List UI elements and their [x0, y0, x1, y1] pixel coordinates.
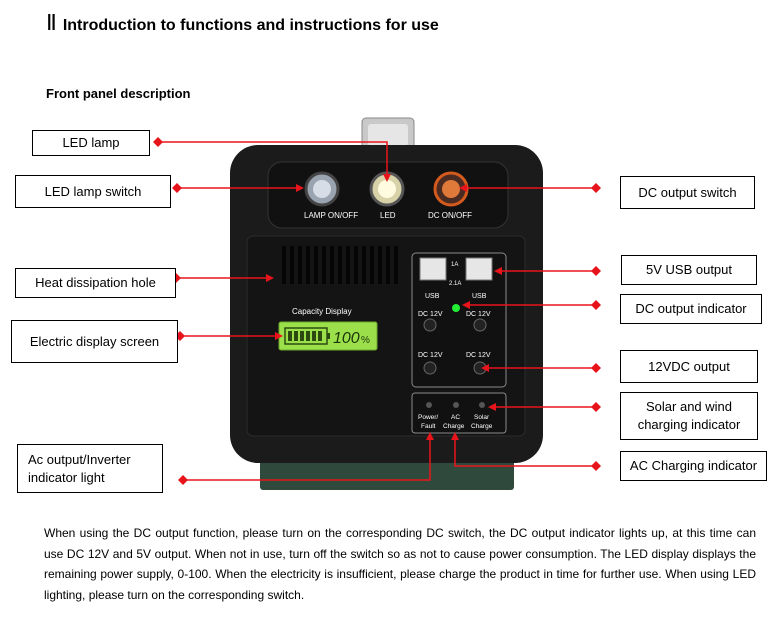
lamp-switch-label: LAMP ON/OFF: [304, 211, 358, 220]
capacity-display-label: Capacity Display: [292, 307, 352, 316]
ac-label: AC: [451, 414, 460, 421]
dc-switch-label: DC ON/OFF: [428, 211, 472, 220]
dc12v-label-1: DC 12V: [418, 311, 443, 318]
callout-led-lamp-switch: LED lamp switch: [15, 175, 171, 208]
callout-5v-usb-output: 5V USB output: [621, 255, 757, 285]
usb-label-1: USB: [425, 293, 440, 300]
dc12v-label-3: DC 12V: [418, 352, 443, 359]
solar-charge-led: [479, 402, 485, 408]
dc12v-label-2: DC 12V: [466, 311, 491, 318]
callout-ac-charging-indicator: AC Charging indicator: [620, 451, 767, 481]
ac-charge-led: [453, 402, 459, 408]
callout-electric-display-screen: Electric display screen: [11, 320, 178, 363]
callout-dc-output-indicator: DC output indicator: [620, 294, 762, 324]
usb-label-2: USB: [472, 293, 487, 300]
solar-label: Solar: [474, 414, 490, 421]
fault-label: Fault: [421, 423, 436, 430]
usb-amp-2: 2.1A: [449, 281, 461, 287]
power-fault-label: Power/: [418, 414, 438, 421]
callout-led-lamp: LED lamp: [32, 130, 150, 156]
section-heading: Ⅱ Introduction to functions and instructi…: [46, 10, 439, 36]
callout-ac-output-indicator: Ac output/Inverter indicator light: [17, 444, 163, 493]
solar-charge-label: Charge: [471, 423, 493, 430]
dc12v-port-1[interactable]: [423, 318, 437, 332]
usb-amp-1: 1A: [451, 262, 458, 268]
usb-port-1[interactable]: [419, 257, 447, 281]
callout-12vdc-output: 12VDC output: [620, 350, 758, 383]
lcd-unit: %: [361, 335, 370, 346]
dc12v-port-3[interactable]: [423, 361, 437, 375]
dc12v-label-4: DC 12V: [466, 352, 491, 359]
battery-icon: [284, 327, 330, 345]
instructions-paragraph: When using the DC output function, pleas…: [44, 526, 756, 602]
ac-charge-label: Charge: [443, 423, 465, 430]
callout-heat-dissipation-hole: Heat dissipation hole: [15, 268, 176, 298]
power-fault-led: [426, 402, 432, 408]
output-panel: [411, 252, 507, 388]
callout-markers: [153, 137, 601, 485]
usb-port-2[interactable]: [465, 257, 493, 281]
section-title: Introduction to functions and instructio…: [62, 17, 439, 34]
dc12v-port-2[interactable]: [473, 318, 487, 332]
callout-lines: [158, 141, 592, 481]
callout-solar-wind-indicator: Solar and wind charging indicator: [620, 392, 758, 440]
led-label: LED: [380, 211, 396, 220]
subsection-heading: Front panel description: [46, 86, 191, 101]
lcd-value: 100: [333, 330, 360, 347]
section-numeral: Ⅱ: [46, 10, 57, 35]
heat-vents: [282, 246, 398, 284]
callout-dc-output-switch: DC output switch: [620, 176, 755, 209]
device-stand: [260, 455, 514, 490]
dc-output-indicator-led: [452, 304, 460, 312]
